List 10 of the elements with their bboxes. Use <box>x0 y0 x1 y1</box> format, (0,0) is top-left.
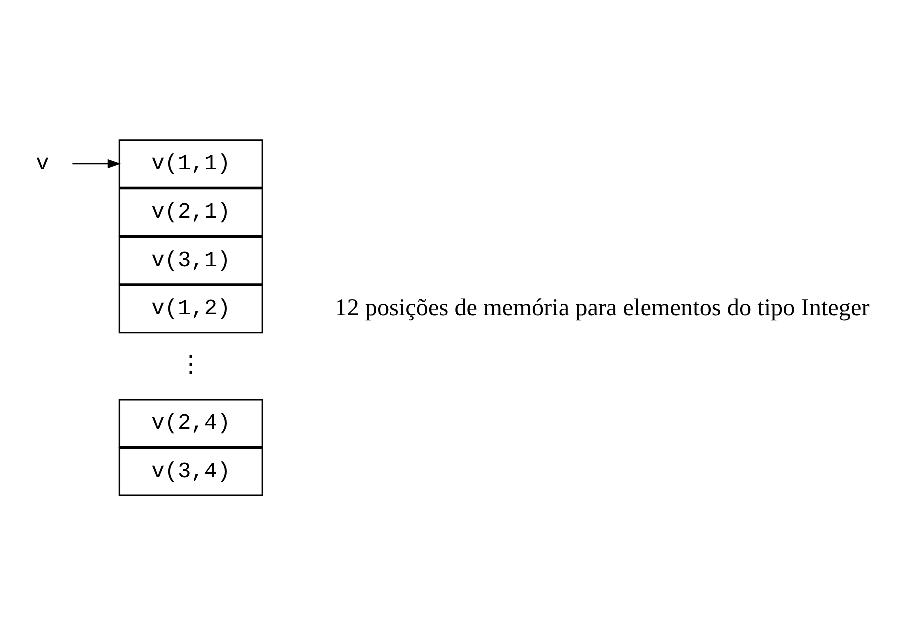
label: ⋮ <box>179 351 204 378</box>
node-text: v <box>36 151 50 176</box>
node-box: v(1,2) <box>118 284 264 334</box>
node-box: v(3,1) <box>118 236 264 285</box>
node-box: v(2,4) <box>118 398 264 448</box>
node-box: v(3,4) <box>118 447 264 496</box>
node-box: v(2,1) <box>118 187 264 236</box>
arrow <box>72 158 122 168</box>
label: 12 posições de memória para elementos do tipo Integer <box>335 294 870 321</box>
node-box: v(1,1) <box>118 139 264 188</box>
